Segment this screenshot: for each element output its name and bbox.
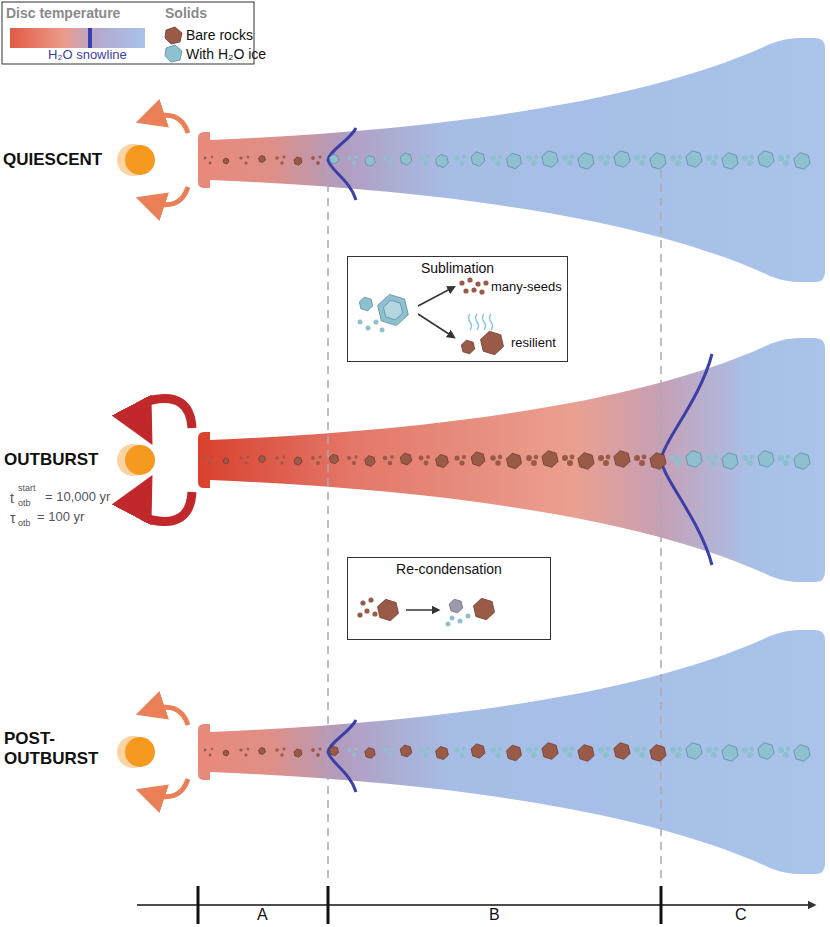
subscript: otb — [18, 498, 31, 508]
inset-title: Sublimation — [348, 260, 567, 276]
inset-label: resilient — [511, 336, 556, 351]
inset-box: Sublimation many-seeds resilient — [347, 256, 568, 362]
stage-label: QUIESCENT — [3, 150, 102, 170]
inset-label: many-seeds — [491, 280, 562, 295]
superscript: start — [18, 483, 36, 493]
legend-entry: With H₂O ice — [186, 46, 266, 62]
stage-label: POST-OUTBURST — [4, 729, 104, 770]
ice-swatch — [165, 45, 182, 62]
bare-rock-swatch — [165, 27, 182, 44]
region-label: B — [489, 906, 500, 924]
inset-box: Re-condensation — [347, 557, 551, 640]
inset-title: Re-condensation — [348, 561, 550, 577]
stage-label: OUTBURST — [4, 450, 98, 470]
snowline-swatch — [88, 28, 92, 48]
legend-entry: H₂O snowline — [48, 48, 127, 63]
symbol: τ — [10, 510, 16, 526]
legend-heading: Disc temperature — [6, 5, 120, 21]
region-label: C — [735, 906, 747, 924]
region-label: A — [257, 906, 268, 924]
legend-entry: Bare rocks — [186, 27, 253, 43]
parameter-value: = 10,000 yr — [45, 490, 110, 505]
legend-heading: Solids — [165, 5, 207, 21]
subscript: otb — [18, 518, 31, 528]
parameter-value: = 100 yr — [37, 510, 84, 525]
symbol: t — [10, 490, 14, 506]
